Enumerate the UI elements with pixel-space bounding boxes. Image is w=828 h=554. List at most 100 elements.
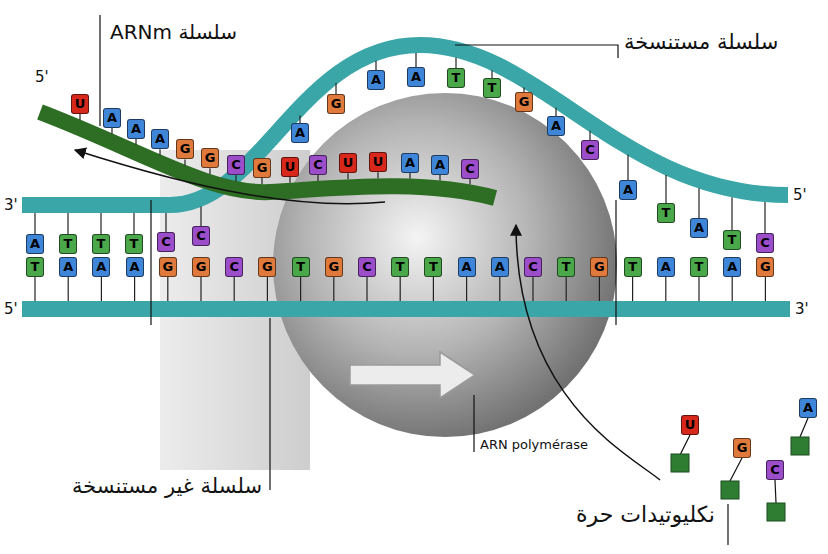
base-letter: T	[296, 259, 305, 274]
nucleotide-box: G	[756, 257, 774, 277]
base-letter: C	[229, 259, 239, 274]
nucleotide-box: G	[159, 257, 177, 277]
nucleotide-box: A	[619, 180, 637, 200]
nucleotide-box: A	[59, 257, 77, 277]
base-stick	[632, 277, 633, 301]
base-stick	[200, 206, 201, 226]
base-letter: A	[405, 155, 415, 170]
phosphate	[767, 503, 785, 521]
nucleotide-box: C	[756, 233, 774, 253]
base-stick	[491, 70, 492, 78]
base-letter: A	[96, 259, 106, 274]
base-stick	[627, 155, 628, 180]
nucleotide-box: C	[192, 226, 210, 246]
base-stick	[299, 116, 300, 123]
base-stick	[347, 173, 348, 179]
base-stick	[589, 131, 590, 140]
base-letter: G	[331, 96, 342, 111]
base-stick	[133, 213, 134, 234]
base-letter: C	[161, 234, 171, 249]
nucleotide-box: T	[424, 257, 442, 277]
base-letter: G	[737, 440, 748, 455]
strand-label: سلسلة مستنسخة	[624, 30, 778, 55]
base-letter: T	[728, 232, 737, 247]
nucleotide-box: A	[723, 257, 741, 277]
template-strand	[22, 45, 788, 205]
phosphate-link	[775, 480, 776, 503]
nucleotide-box: C	[358, 257, 376, 277]
nucleotide-box: G	[192, 257, 210, 277]
base-letter: A	[495, 259, 505, 274]
base-stick	[261, 178, 262, 184]
base-stick	[184, 159, 185, 165]
nucleotide-box: G	[327, 94, 345, 114]
base-letter: A	[462, 259, 472, 274]
base-letter: T	[64, 236, 73, 251]
base-letter: T	[562, 259, 571, 274]
base-stick	[289, 177, 290, 183]
nucleotide-box: T	[292, 257, 310, 277]
base-stick	[267, 277, 268, 301]
nucleotide-box: A	[151, 129, 169, 149]
base-sticks	[35, 53, 765, 301]
base-letter: A	[803, 400, 813, 415]
nucleotide-box: C	[766, 460, 784, 480]
nucleotide-box: T	[59, 234, 77, 254]
base-stick	[377, 172, 378, 178]
end-label: 3'	[795, 300, 809, 318]
nucleotide-box: T	[557, 257, 575, 277]
base-stick	[698, 277, 699, 301]
base-stick	[134, 277, 135, 301]
base-stick	[400, 277, 401, 301]
base-letter: G	[205, 150, 216, 165]
end-label: 5'	[4, 300, 18, 318]
base-stick	[34, 213, 35, 234]
base-letter: T	[488, 80, 497, 95]
strand-label: سلسلة ARNm	[110, 20, 237, 44]
phosphate	[671, 454, 689, 472]
leader-line	[473, 395, 474, 452]
nucleotide-box: C	[461, 159, 479, 179]
base-letter: T	[452, 70, 461, 85]
base-stick	[135, 139, 136, 145]
nucleotide-box: A	[291, 123, 309, 143]
nucleotide-box: G	[201, 148, 219, 168]
base-letter: U	[285, 159, 296, 174]
base-stick	[415, 53, 416, 67]
base-stick	[101, 277, 102, 301]
nucleotide-box: C	[227, 155, 245, 175]
base-stick	[455, 57, 456, 68]
base-letter: A	[107, 110, 117, 125]
base-letter: A	[661, 259, 671, 274]
nucleotide-box: C	[157, 232, 175, 252]
base-letter: G	[257, 160, 268, 175]
nucleotide-box: G	[590, 257, 608, 277]
nucleotide-box: A	[491, 257, 509, 277]
base-stick	[234, 277, 235, 301]
nucleotides-label: نكليوتيدات حرة	[576, 502, 715, 528]
leader-line	[727, 504, 728, 545]
base-letter: T	[130, 236, 139, 251]
base-stick	[555, 108, 556, 116]
base-letter: A	[694, 220, 704, 235]
base-letter: C	[465, 161, 475, 176]
nucleotide-box: G	[325, 257, 343, 277]
phosphate	[721, 481, 739, 499]
base-letter: G	[180, 141, 191, 156]
base-stick	[335, 83, 336, 94]
base-letter: G	[519, 94, 530, 109]
base-stick	[731, 197, 732, 230]
base-stick	[698, 188, 699, 218]
base-letter: T	[695, 259, 704, 274]
base-stick	[366, 277, 367, 301]
base-letter: U	[685, 417, 696, 432]
base-letter: A	[371, 72, 381, 87]
base-letter: A	[295, 125, 305, 140]
nucleotide-box: A	[401, 153, 419, 173]
base-stick	[159, 149, 160, 155]
base-letter: C	[196, 228, 206, 243]
base-stick	[111, 128, 112, 134]
strand-label: سلسلة غير مستنسخة	[72, 474, 262, 499]
bubble-limit	[615, 200, 616, 325]
